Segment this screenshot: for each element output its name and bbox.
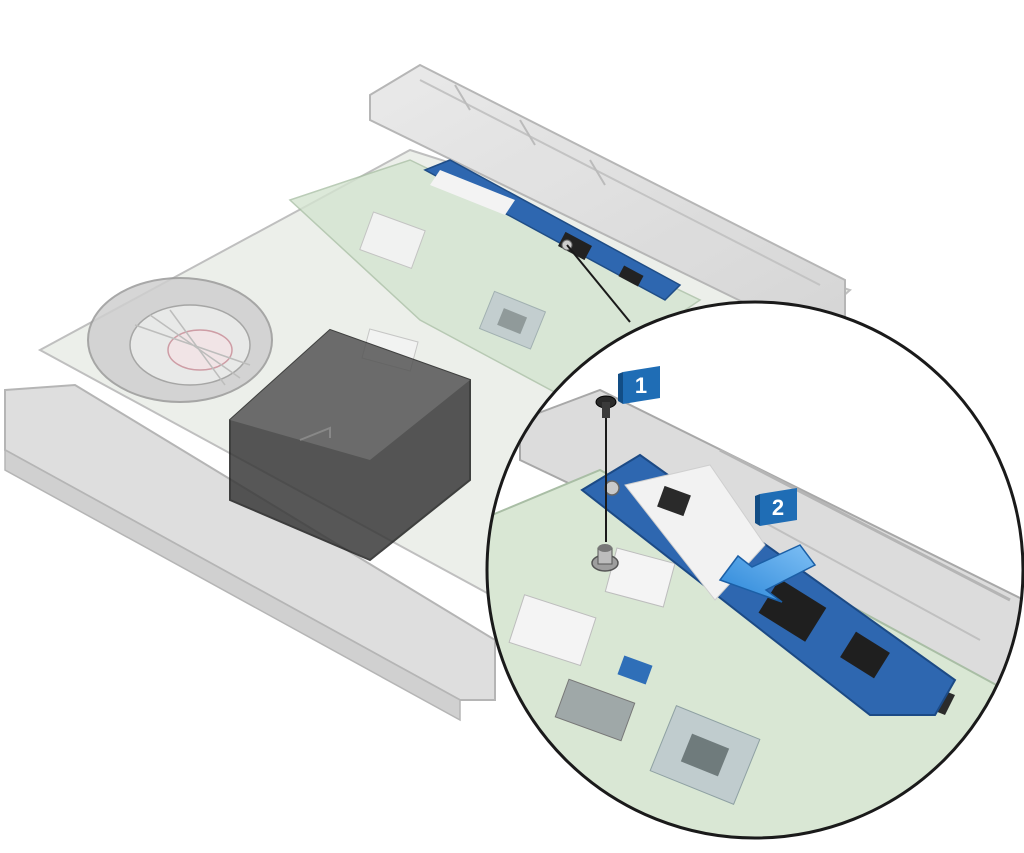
callout-leader-line [566, 244, 631, 323]
step-badge-2: 2 [755, 488, 797, 526]
heatsink-icon [229, 328, 471, 562]
step-label-2: 2 [772, 495, 784, 520]
step-label-1: 1 [635, 373, 647, 398]
direction-arrow-icon [718, 544, 817, 603]
m2-ssd-card-icon [423, 159, 682, 301]
callout-ring [485, 300, 1024, 840]
screw-icon [595, 395, 617, 542]
zoom-callout [485, 300, 1024, 840]
step-badge-1: 1 [618, 366, 660, 404]
fan-icon [87, 277, 273, 403]
